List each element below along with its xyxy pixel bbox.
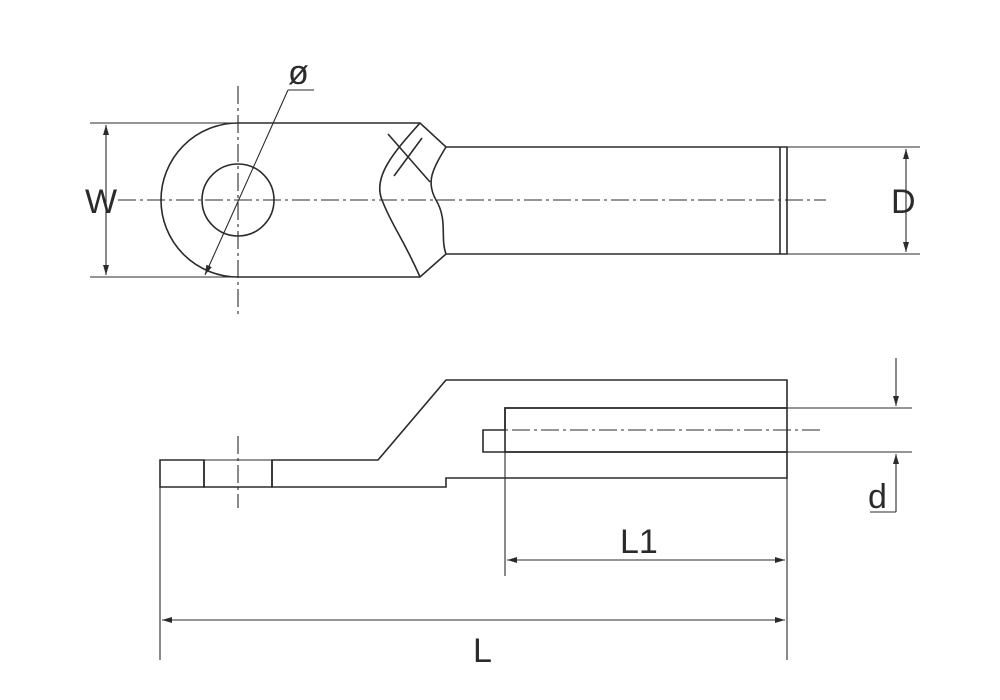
barrel-length-label: L1 bbox=[620, 523, 658, 561]
palm-section-right bbox=[271, 379, 788, 488]
section-view: d L1 L bbox=[159, 358, 912, 670]
inner-diameter-label: d bbox=[868, 478, 887, 516]
w-label: W bbox=[85, 183, 117, 221]
palm-section-left bbox=[159, 459, 205, 488]
top-view: W D ø bbox=[85, 54, 920, 316]
outer-diameter-label: D bbox=[891, 183, 916, 221]
total-length-label: L bbox=[473, 632, 492, 670]
diameter-leader bbox=[204, 89, 289, 276]
break-mark-inner bbox=[430, 146, 447, 255]
break-cross-1 bbox=[387, 133, 431, 183]
break-cross-2 bbox=[393, 137, 423, 177]
diameter-label: ø bbox=[288, 54, 309, 92]
